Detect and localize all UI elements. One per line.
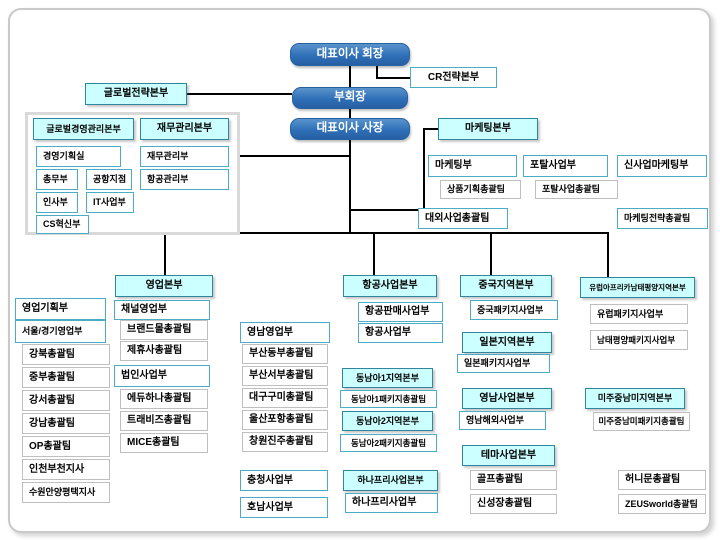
node-hanafree-hq: 하나프리사업본부 — [343, 470, 438, 491]
node-seoul-team: 강서총괄팀 — [22, 390, 110, 411]
node-marketing-dept: 포탈사업부 — [523, 155, 608, 177]
node-seoul-team: OP총괄팀 — [22, 436, 110, 457]
connector-line — [376, 66, 378, 77]
node-marketing-team: 대외사업총괄팀 — [418, 208, 508, 229]
node-sea2-team: 동남아2패키지총괄팀 — [340, 434, 437, 452]
node-china-dept: 중국패키지사업부 — [470, 300, 558, 320]
node-yeongnam-team: 창원진주총괄팀 — [242, 432, 328, 452]
node-corporate-team: 에듀하나총괄팀 — [120, 389, 208, 409]
node-global-strategy-hq: 글로벌전략본부 — [85, 83, 187, 105]
node-theme-team: 신성장총괄팀 — [470, 494, 557, 514]
node-aviation-hq: 항공사업본부 — [343, 275, 437, 297]
node-yeongnam-sales-dept: 영남영업부 — [240, 322, 330, 343]
node-admin-dept: 경영기획실 — [36, 146, 121, 167]
node-admin-dept: IT사업부 — [86, 192, 134, 213]
node-yeongnam-overseas-dept: 영남해외사업부 — [459, 411, 546, 430]
node-japan-dept: 일본패키지사업부 — [457, 354, 550, 373]
node-corporate-team: 트래비즈총괄팀 — [120, 411, 208, 431]
node-cr-strategy-hq: CR전략본부 — [410, 67, 497, 88]
node-finance-dept: 재무관리부 — [140, 146, 229, 167]
connector-line — [187, 93, 292, 95]
node-europe-dept: 유럽패키지사업부 — [590, 304, 688, 324]
node-seoul-team: 강남총괄팀 — [22, 413, 110, 434]
connector-line — [376, 77, 410, 79]
node-ceo-president: 대표이사 사장 — [290, 118, 410, 140]
node-admin-dept: 총무부 — [36, 169, 78, 190]
connector-line — [490, 232, 492, 275]
node-sea1-hq: 동남아1지역본부 — [342, 368, 433, 388]
node-regional-dept: 충청사업부 — [240, 470, 328, 491]
node-japan-hq: 일본지역본부 — [462, 332, 552, 353]
node-seoul-team: 강북총괄팀 — [22, 344, 110, 365]
node-theme-team: ZEUSworld총괄팀 — [618, 494, 706, 514]
node-europe-hq: 유럽아프리카남태평양지역본부 — [580, 277, 695, 298]
node-europe-dept: 남태평양패키지사업부 — [590, 330, 688, 350]
node-yeongnam-team: 울산포항총괄팀 — [242, 410, 328, 430]
connector-line — [349, 109, 351, 118]
node-corporate-team: MICE총괄팀 — [120, 433, 208, 453]
node-corporate-dept: 법인사업부 — [114, 365, 210, 387]
node-america-team: 미주중남미패키지총괄팀 — [593, 412, 690, 431]
node-sea2-hq: 동남아2지역본부 — [342, 411, 433, 431]
connector-line — [164, 232, 166, 275]
node-theme-team: 허니문총괄팀 — [618, 470, 706, 490]
node-china-hq: 중국지역본부 — [460, 275, 552, 297]
node-vice-chairman: 부회장 — [292, 87, 408, 109]
node-theme-hq: 테마사업본부 — [462, 445, 555, 466]
node-sales-hq: 영업본부 — [115, 275, 213, 297]
connector-line — [423, 128, 438, 130]
node-yeongnam-hq: 영남사업본부 — [462, 388, 552, 409]
node-finance-dept: 항공관리부 — [140, 169, 229, 190]
node-hanafree-dept: 하나프리사업부 — [345, 493, 438, 513]
node-ceo-chairman: 대표이사 회장 — [290, 43, 410, 66]
node-admin-dept: 공항지점 — [86, 169, 132, 190]
node-marketing-team: 포탈사업총괄팀 — [535, 180, 618, 199]
node-seoul-team: 중부총괄팀 — [22, 367, 110, 388]
connector-line — [164, 232, 609, 234]
node-seoul-team: 인천부천지사 — [22, 459, 110, 480]
node-admin-dept: CS혁신부 — [36, 215, 89, 234]
node-admin-dept: 인사부 — [36, 192, 78, 213]
node-regional-dept: 호남사업부 — [240, 497, 328, 518]
node-channel-team: 제휴사총괄팀 — [120, 341, 208, 361]
node-marketing-hq: 마케팅본부 — [438, 118, 538, 140]
node-yeongnam-team: 부산동부총괄팀 — [242, 344, 328, 364]
node-sales-planning-dept: 영업기획부 — [15, 298, 106, 320]
slide-frame — [8, 8, 711, 533]
node-marketing-dept: 마케팅부 — [428, 155, 517, 177]
node-america-hq: 미주중남미지역본부 — [585, 388, 685, 409]
connector-line — [349, 209, 424, 211]
node-aviation-dept: 항공판매사업부 — [358, 302, 443, 322]
connector-line — [373, 232, 375, 275]
connector-line — [423, 128, 425, 210]
node-sales-planning-dept: 서울/경기영업부 — [15, 320, 106, 343]
node-finance-hq: 재무관리본부 — [140, 118, 229, 140]
admin-group-container — [25, 112, 240, 235]
node-aviation-dept: 항공사업부 — [358, 323, 443, 343]
node-marketing-dept: 신사업마케팅부 — [617, 155, 707, 177]
connector-line — [349, 66, 351, 87]
node-yeongnam-team: 부산서부총괄팀 — [242, 366, 328, 386]
node-yeongnam-team: 대구구미총괄팀 — [242, 388, 328, 408]
node-global-mgmt-hq: 글로벌경영관리본부 — [33, 118, 134, 140]
connector-line — [607, 232, 609, 277]
node-channel-team: 브랜드몰총괄팀 — [120, 320, 208, 340]
connector-line — [349, 140, 351, 233]
node-marketing-team: 마케팅전략총괄팀 — [617, 208, 708, 229]
node-marketing-team: 상품기획총괄팀 — [440, 180, 521, 199]
node-sea1-team: 동남아1패키지총괄팀 — [340, 390, 437, 408]
node-theme-team: 골프총괄팀 — [470, 470, 557, 490]
node-seoul-team: 수원안양평택지사 — [22, 482, 110, 503]
node-channel-dept: 채널영업부 — [114, 300, 210, 320]
connector-line — [240, 155, 350, 157]
